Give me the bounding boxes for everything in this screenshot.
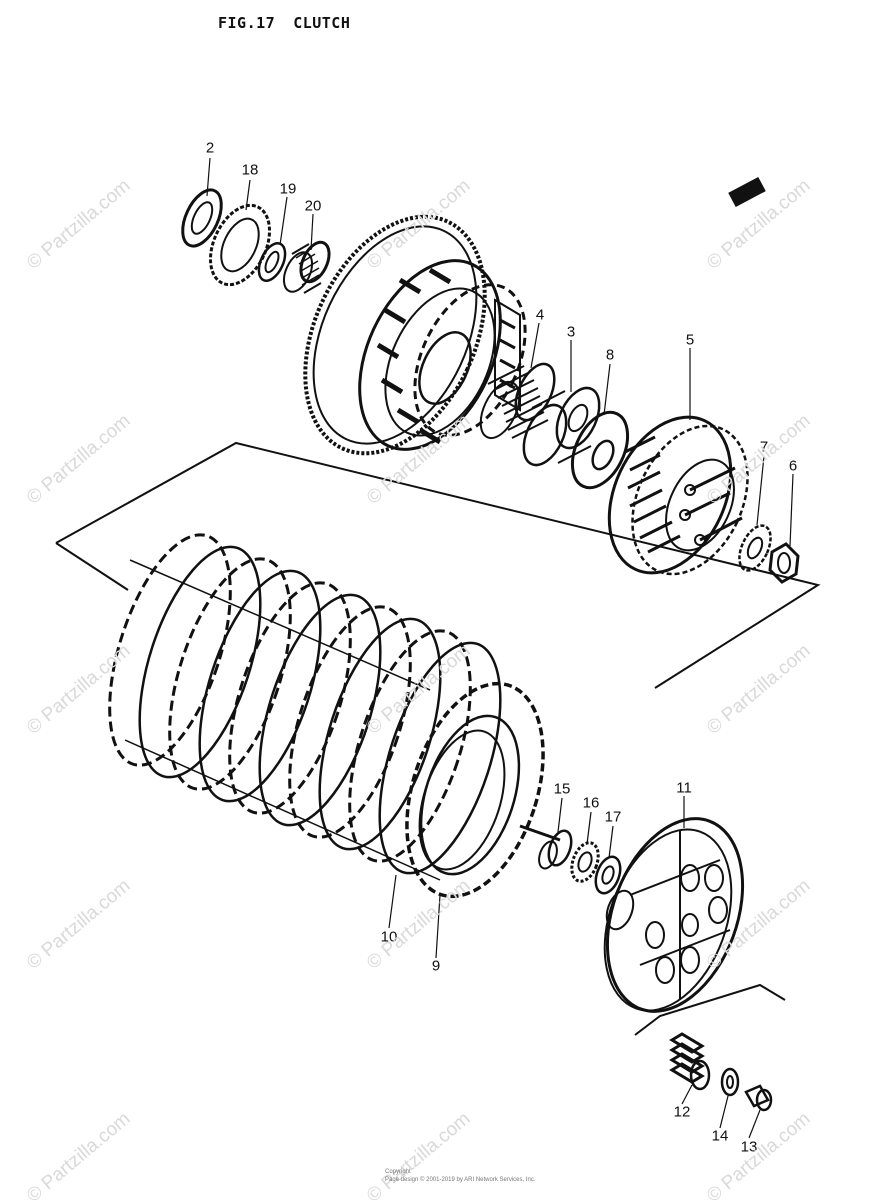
figure-title: CLUTCH: [293, 14, 351, 32]
callout-2: 2: [205, 139, 215, 157]
part-washer-14: [720, 1067, 740, 1097]
part-push-piece-15: [538, 829, 573, 870]
part-washer-2: [181, 188, 223, 248]
part-nut-6: [768, 542, 800, 584]
callout-18: 18: [241, 161, 259, 179]
callout-15: 15: [553, 780, 571, 798]
copyright-line-1: Copyright: [385, 1169, 411, 1175]
callout-19: 19: [279, 180, 297, 198]
figure-heading: FIG.17 CLUTCH: [218, 14, 368, 32]
part-thrust-washer-8: [570, 410, 630, 490]
callout-9: 9: [431, 957, 441, 975]
copyright-line-2: Page design © 2001-2019 by ARI Network S…: [385, 1177, 536, 1183]
part-bearing-16: [570, 841, 600, 883]
callout-4: 4: [535, 306, 545, 324]
callout-17: 17: [604, 808, 622, 826]
callout-6: 6: [788, 457, 798, 475]
callout-20: 20: [304, 197, 322, 215]
figure-number: FIG.17: [218, 14, 276, 32]
callout-5: 5: [685, 331, 695, 349]
clutch-plate-stack: [108, 533, 545, 899]
part-clutch-spring-12: [669, 1032, 711, 1091]
callout-7: 7: [759, 438, 769, 456]
assembly-group-bracket: [55, 441, 821, 689]
part-clutch-sleeve-hub-5: [607, 415, 749, 576]
part-needle-bearing-20: [282, 240, 331, 294]
callout-leader-lines: [206, 157, 794, 1139]
part-pressure-plate-11: [603, 817, 745, 1013]
callout-16: 16: [582, 794, 600, 812]
callout-10: 10: [380, 928, 398, 946]
callout-13: 13: [740, 1138, 758, 1156]
part-bolt-13: [744, 1084, 773, 1112]
callout-8: 8: [605, 346, 615, 364]
callout-11: 11: [676, 779, 692, 797]
callout-14: 14: [711, 1127, 729, 1145]
copyright-footer: Copyright Page design © 2001-2019 by ARI…: [385, 1168, 536, 1184]
spring-group-bracket: [634, 983, 786, 1036]
part-washer-17: [594, 855, 622, 895]
part-lock-washer-7: [738, 524, 772, 572]
callout-12: 12: [673, 1103, 691, 1121]
part-spacer-3: [522, 386, 601, 467]
callout-3: 3: [566, 323, 576, 341]
